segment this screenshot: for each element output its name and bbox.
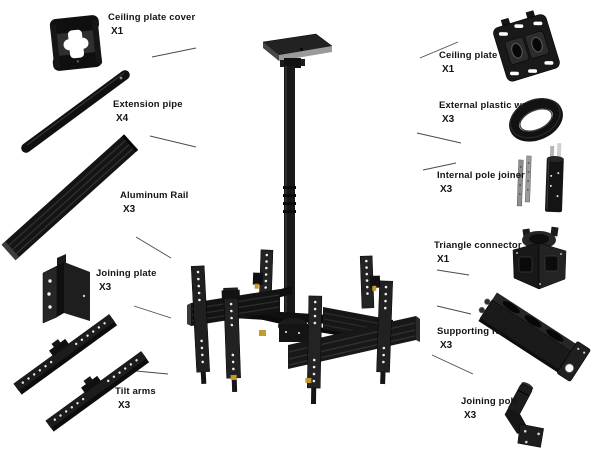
part-name: Ceiling plate — [439, 50, 498, 61]
aluminum-rail-illustration — [1, 134, 139, 261]
part-qty: X3 — [440, 184, 453, 195]
part-qty: X3 — [118, 400, 131, 411]
part-name: Joining plate — [96, 268, 157, 279]
part-label-aluminum-rail: Aluminum Rail X3 — [120, 190, 188, 215]
part-name: Joining pole — [461, 396, 519, 407]
supporting-rail-illustration — [478, 292, 591, 382]
triangle-connector-illustration — [512, 226, 567, 290]
part-name: Ceiling plate cover — [108, 12, 196, 23]
part-name: Triangle connector — [434, 240, 522, 251]
part-qty: X3 — [464, 410, 477, 421]
part-label-joining-pole: Joining pole X3 — [461, 396, 519, 421]
part-name: Tilt arms — [115, 386, 156, 397]
extension-pipe-illustration — [21, 70, 130, 153]
part-qty: X4 — [116, 113, 129, 124]
ceiling-plate-illustration — [493, 10, 560, 82]
part-qty: X1 — [111, 26, 124, 37]
joining-plate-illustration — [42, 254, 90, 324]
tilt-arms-illustration — [13, 314, 150, 432]
part-name: Aluminum Rail — [120, 190, 189, 201]
internal-pole-joiner-illustration — [516, 143, 564, 213]
part-qty: X3 — [123, 204, 136, 215]
assembled-mount-illustration — [187, 33, 420, 405]
part-name: Supporting rail — [437, 326, 507, 337]
ceiling-plate-cover-illustration — [49, 15, 103, 71]
part-label-ceiling-plate-cover: Ceiling plate cover X1 — [108, 12, 195, 37]
joining-pole-illustration — [504, 382, 544, 448]
part-qty: X3 — [440, 340, 453, 351]
part-label-external-plastic-wrap: External plastic wrap X3 — [439, 100, 537, 125]
part-name: External plastic wrap — [439, 100, 538, 111]
part-qty: X1 — [437, 254, 450, 265]
part-qty: X1 — [442, 64, 455, 75]
part-label-supporting-rail: Supporting rail X3 — [437, 326, 507, 351]
part-label-internal-pole-joiner: Internal pole joiner X3 — [437, 170, 525, 195]
part-label-tilt-arms: Tilt arms X3 — [115, 386, 156, 411]
part-qty: X3 — [442, 114, 455, 125]
part-name: Extension pipe — [113, 99, 183, 110]
part-label-ceiling-plate: Ceiling plate X1 — [439, 50, 497, 75]
part-qty: X3 — [99, 282, 112, 293]
external-plastic-wrap-illustration — [509, 98, 563, 142]
part-label-triangle-connector: Triangle connector X1 — [434, 240, 522, 265]
part-label-joining-plate: Joining plate X3 — [96, 268, 157, 293]
part-name: Internal pole joiner — [437, 170, 525, 181]
leader-lines — [133, 41, 474, 375]
part-label-extension-pipe: Extension pipe X4 — [113, 99, 183, 124]
